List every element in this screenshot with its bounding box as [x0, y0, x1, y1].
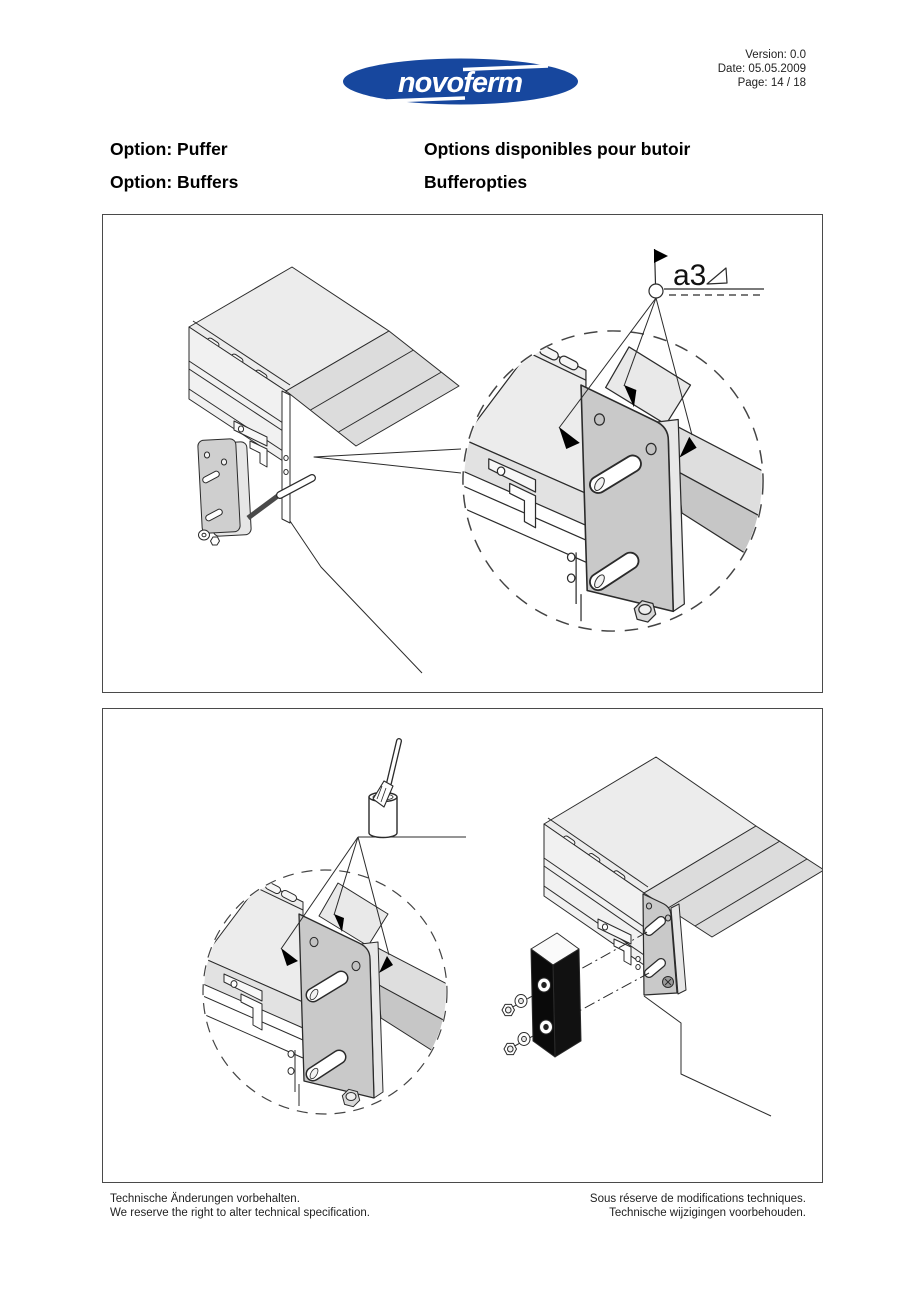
washer-icon [514, 994, 531, 1046]
buffer-block [530, 932, 582, 1058]
title-de: Option: Puffer [110, 139, 228, 159]
novoferm-logo: novoferm ® [335, 55, 585, 110]
footer-fr-text: Sous réserve de modifications techniques… [589, 1193, 806, 1205]
figure-box-weld: a3 [102, 214, 823, 693]
nut-icon [210, 536, 220, 546]
magnifier-wedge [313, 448, 462, 474]
footer-right: Sous réserve de modifications techniques… [590, 1192, 806, 1220]
stud-bolt [246, 474, 316, 521]
mounting-plate-exploded [197, 438, 252, 537]
weld-flag-icon [648, 248, 764, 299]
date-text: Date: 05.05.2009 [717, 63, 806, 75]
logo-overline [462, 64, 549, 72]
overview-drawing-buffer [501, 756, 822, 1117]
footer-en-text: We reserve the right to alter technical … [110, 1207, 370, 1219]
title-nl: Bufferopties [424, 172, 528, 192]
footer-left: Technische Änderungen vorbehalten. We re… [110, 1192, 370, 1220]
paint-brush-icon [372, 738, 402, 808]
header-meta: Version: 0.0 Date: 05.05.2009 Page: 14 /… [718, 48, 806, 90]
title-en: Option: Buffers [110, 172, 239, 192]
washer-icon [198, 529, 210, 541]
registered-mark: ® [554, 60, 562, 71]
weld-symbol-a3-label: a3 [673, 259, 706, 292]
nut-icon [501, 1003, 517, 1056]
page-number-text: Page: 14 / 18 [737, 77, 806, 89]
logo-ellipse [343, 58, 578, 105]
logo-underline [386, 96, 466, 103]
weld-triangle-icon [706, 267, 728, 285]
paint-detail-view [203, 870, 447, 1114]
logo-text: novoferm [398, 67, 522, 99]
plate-nut [662, 976, 674, 988]
title-fr: Options disponibles pour butoir [424, 139, 691, 159]
overview-drawing-weld [188, 266, 462, 674]
paint-can-icon [368, 738, 402, 839]
figure-box-buffer [102, 708, 823, 1183]
weld-detail-view [463, 331, 763, 631]
mounting-plate-attached [642, 893, 687, 996]
footer-de-text: Technische Änderungen vorbehalten. [110, 1193, 300, 1205]
version-text: Version: 0.0 [745, 49, 806, 61]
title-left-column: Option: Puffer Option: Buffers [110, 133, 238, 199]
footer-nl-text: Technische wijzigingen voorbehouden. [609, 1207, 806, 1219]
weld-leader-lines [558, 297, 693, 436]
title-right-column: Options disponibles pour butoir Bufferop… [424, 133, 690, 199]
